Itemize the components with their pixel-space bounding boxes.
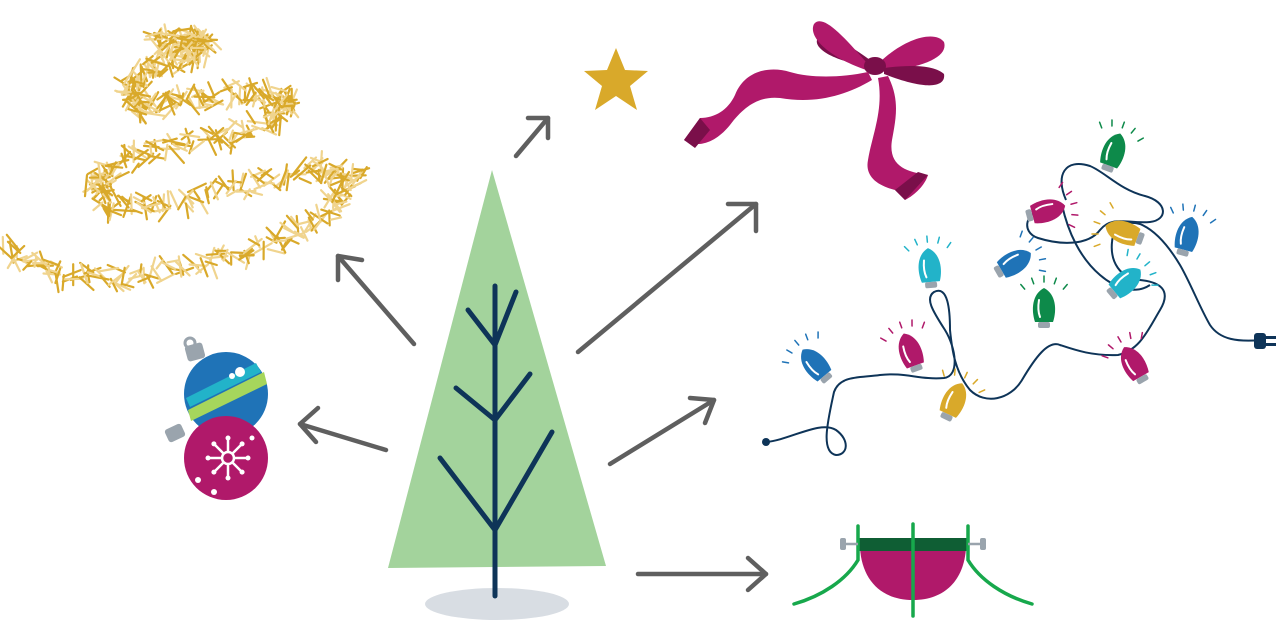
light-wire [765,222,1263,457]
light-bulb-icon [939,368,986,422]
bow-icon [684,21,945,200]
arrow-icon [575,201,759,355]
light-bulb-icon [1025,181,1079,229]
arrows [297,115,769,593]
light-bulb-icon [1106,248,1159,300]
tree-stand-icon [792,522,1034,618]
tinsel-icon [0,23,371,294]
light-bulb-icon [903,235,952,289]
light-bulb-icon [1098,119,1144,173]
light-bulb-icon [781,331,833,384]
light-bulb-icon [1091,202,1145,248]
ornaments-icon [164,336,268,500]
arrow-icon [335,253,417,347]
arrow-icon [635,555,769,593]
plug-icon [1254,333,1276,349]
tree-shadow [425,588,569,620]
light-bulb-icon [993,230,1047,278]
arrow-icon [297,405,389,453]
arrow-icon [607,395,717,467]
light-bulb-icon [1101,331,1149,385]
light-bulb-icon [1169,203,1217,257]
arrow-icon [513,115,551,159]
light-bulb-icon [1020,275,1068,328]
star-icon [584,48,648,110]
string-lights-icon [762,119,1276,457]
light-bulb-icon [880,319,926,373]
tree-icon [388,170,606,599]
